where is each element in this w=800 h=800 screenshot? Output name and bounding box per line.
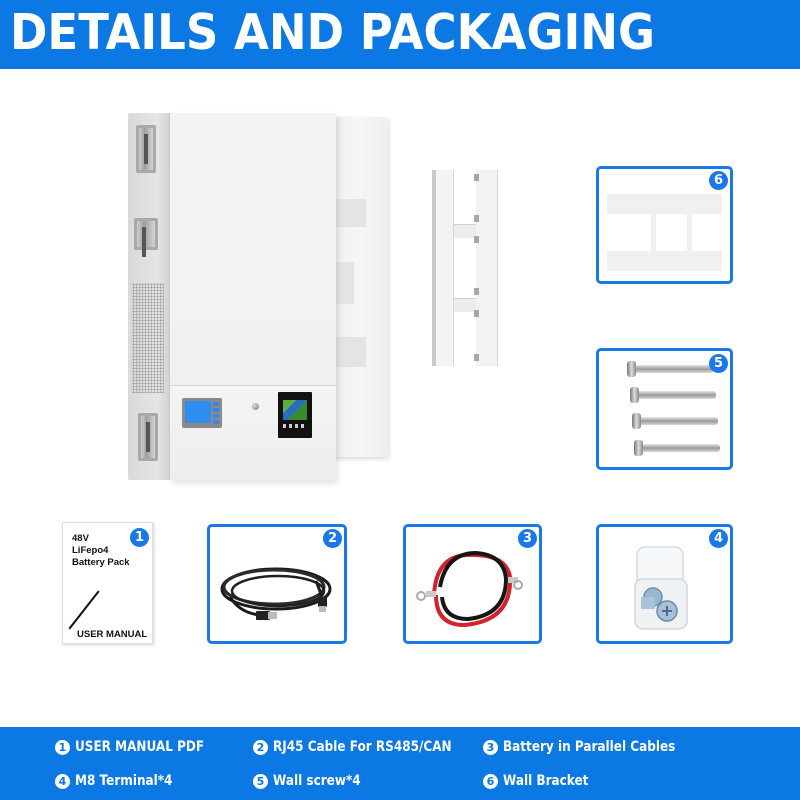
handle-icon (138, 413, 158, 461)
screw-icon (633, 365, 713, 373)
legend-item-5: 5 Wall screw*4 (253, 773, 375, 789)
bracket-upright (651, 214, 656, 251)
item-box-3: 3 (403, 524, 542, 644)
manual-line-graphic (68, 590, 100, 630)
bracket-tab (474, 354, 479, 361)
vent-grille (132, 283, 164, 393)
legend-label: M8 Terminal*4 (75, 773, 173, 789)
legend-item-2: 2 RJ45 Cable For RS485/CAN (253, 739, 481, 755)
legend-number-badge: 3 (483, 739, 498, 755)
bracket-top-bar (607, 194, 722, 214)
screw-head (627, 361, 636, 377)
parallel-cables-icon (416, 550, 523, 628)
legend-item-1: 1 USER MANUAL PDF (55, 739, 225, 755)
item-number-badge: 4 (709, 529, 728, 548)
m8-terminals-icon (634, 546, 688, 630)
item-number-badge: 1 (130, 528, 149, 547)
legend-item-6: 6 Wall Bracket (483, 773, 602, 789)
screw-icon (638, 417, 718, 425)
bracket-rail (432, 170, 454, 366)
legend-label: USER MANUAL PDF (75, 739, 205, 755)
bms-display (182, 398, 222, 428)
legend-item-3: 3 Battery in Parallel Cables (483, 739, 703, 755)
item-number-badge: 3 (518, 529, 537, 548)
power-switch-icon (252, 403, 259, 410)
user-manual-image: 48V LiFepo4 Battery Pack USER MANUAL 1 (62, 522, 153, 644)
manual-text: Battery Pack (72, 557, 130, 568)
legend-label: Wall Bracket (503, 773, 589, 789)
battery-side-panel (128, 113, 170, 480)
item-number-badge: 2 (323, 529, 342, 548)
manual-text: 48V (72, 533, 89, 544)
legend-item-4: 4 M8 Terminal*4 (55, 773, 188, 789)
screw-head (630, 387, 639, 403)
header-banner: DETAILS AND PACKAGING (0, 0, 800, 69)
handle-icon (136, 125, 156, 173)
item-box-6: 6 (596, 166, 733, 284)
bracket-tab (474, 288, 479, 295)
screw-head (634, 440, 643, 456)
screw-icon (636, 391, 716, 399)
manual-text: LiFepo4 (72, 545, 109, 556)
wall-bracket-image (432, 170, 498, 366)
item-box-5: 5 (596, 348, 733, 470)
bracket-crossbar (454, 298, 476, 312)
screw-head (632, 413, 641, 429)
bracket-tab (474, 236, 479, 243)
screw-icon (640, 444, 720, 452)
legend-label: Battery in Parallel Cables (503, 739, 676, 755)
item-box-2: 2 (207, 524, 347, 644)
bracket-tab (474, 310, 479, 317)
bracket-tab (474, 174, 479, 181)
page-title: DETAILS AND PACKAGING (10, 4, 655, 61)
bracket-crossbar (454, 224, 476, 238)
manual-footer-text: USER MANUAL (77, 629, 148, 640)
legend-label: Wall screw*4 (273, 773, 361, 789)
battery-unit-image (128, 105, 388, 480)
legend-number-badge: 6 (483, 773, 498, 789)
inverter-display (278, 392, 312, 438)
handle-icon (134, 218, 158, 257)
legend-label: RJ45 Cable For RS485/CAN (273, 739, 452, 755)
item-number-badge: 6 (709, 171, 728, 190)
bracket-upright (687, 214, 692, 251)
bracket-bottom-bar (607, 251, 722, 271)
legend-number-badge: 5 (253, 773, 268, 789)
item-box-4: 4 (596, 524, 733, 644)
bracket-rail (476, 170, 498, 366)
legend-number-badge: 1 (55, 739, 70, 755)
rj45-cable-icon (220, 567, 332, 620)
legend-number-badge: 2 (253, 739, 268, 755)
item-number-badge: 5 (709, 354, 728, 373)
contents-legend: 1 USER MANUAL PDF 2 RJ45 Cable For RS485… (0, 727, 800, 800)
legend-number-badge: 4 (55, 773, 70, 789)
bracket-tab (474, 215, 479, 222)
